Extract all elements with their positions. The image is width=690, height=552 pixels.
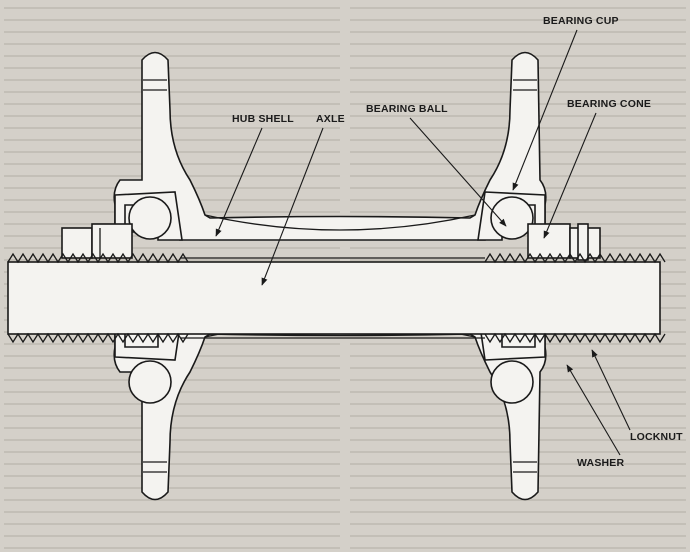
label-hub-shell: HUB SHELL [232,113,294,125]
leader-lines [215,29,631,456]
flange-tips [143,79,537,473]
bearing-balls [128,196,534,404]
label-axle: AXLE [316,113,345,125]
label-locknut: LOCKNUT [630,431,683,443]
label-bearing-cone: BEARING CONE [567,98,651,110]
label-washer: WASHER [577,457,625,469]
barrel-upper-curve [204,214,476,231]
label-bearing-ball: BEARING BALL [366,103,448,115]
label-bearing-cup: BEARING CUP [543,15,619,27]
hub-shell-lower [113,311,547,501]
axle [7,252,666,344]
